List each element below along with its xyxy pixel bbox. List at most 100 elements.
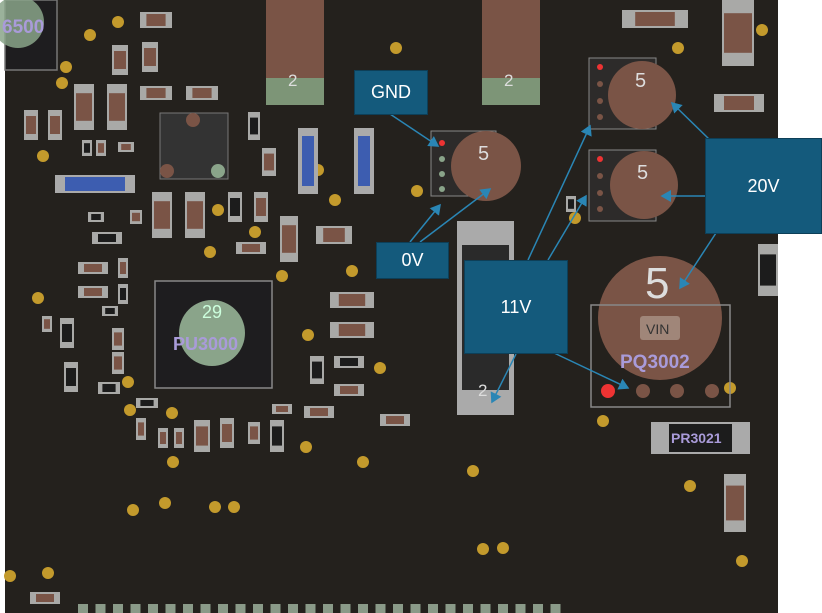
via <box>84 29 96 41</box>
capacitor-right: 2 <box>482 0 540 105</box>
via <box>276 270 288 282</box>
via <box>597 415 609 427</box>
edge-pad <box>165 604 176 613</box>
smd-component <box>272 404 292 414</box>
smd-component <box>74 84 94 130</box>
smd-component <box>136 398 158 408</box>
via <box>60 61 72 73</box>
callout-gnd: GND <box>354 70 428 115</box>
edge-pad <box>428 604 438 613</box>
smd-component <box>185 192 205 238</box>
smd-component <box>112 45 128 75</box>
smd-component <box>254 192 268 222</box>
smd-component <box>136 418 146 440</box>
smd-component <box>118 284 128 304</box>
smd-component <box>112 352 124 374</box>
smd-component <box>42 316 52 332</box>
via <box>411 185 423 197</box>
pad-number: 5 <box>635 70 646 92</box>
via <box>122 376 134 388</box>
smd-component <box>92 232 122 244</box>
edge-pad <box>410 604 421 613</box>
edge-pad <box>498 604 508 613</box>
via <box>684 480 696 492</box>
edge-pad <box>393 604 403 613</box>
smd-component <box>60 318 74 348</box>
via <box>249 226 261 238</box>
ic-pu3000: 29 PU3000 <box>154 280 273 389</box>
edge-pad <box>78 604 88 613</box>
smd-component <box>330 322 374 338</box>
smd-component <box>262 148 276 176</box>
ic-designator: PU3000 <box>173 334 238 354</box>
via <box>42 567 54 579</box>
via <box>497 542 509 554</box>
smd-component <box>96 140 106 156</box>
via <box>166 407 178 419</box>
smd-component <box>304 406 334 418</box>
via <box>357 456 369 468</box>
smd-component <box>64 362 78 392</box>
smd-component <box>714 94 764 112</box>
pad-number: 5 <box>478 143 489 165</box>
pad-number: 2 <box>288 71 297 90</box>
edge-pad <box>305 604 316 613</box>
smd-component <box>140 12 172 28</box>
via <box>736 555 748 567</box>
edge-pad <box>375 604 386 613</box>
smd-component <box>88 212 104 222</box>
via <box>477 543 489 555</box>
smd-component <box>118 258 128 278</box>
ic-square <box>159 112 229 180</box>
edge-pad <box>218 604 228 613</box>
smd-component <box>82 140 92 156</box>
pad-number: 5 <box>637 162 648 184</box>
via <box>390 42 402 54</box>
via <box>32 292 44 304</box>
edge-pad <box>183 604 193 613</box>
smd-component <box>158 428 168 448</box>
edge-pad <box>253 604 263 613</box>
pin-count: 29 <box>202 302 222 322</box>
via <box>204 246 216 258</box>
smd-component <box>220 418 234 448</box>
edge-pad <box>288 604 298 613</box>
pad-number: 5 <box>645 259 669 308</box>
edge-pad <box>550 604 561 613</box>
smd-component <box>334 384 364 396</box>
via <box>159 497 171 509</box>
edge-pad <box>480 604 491 613</box>
smd-component <box>316 226 352 244</box>
via <box>329 194 341 206</box>
smd-component <box>566 196 576 212</box>
pad-number: 2 <box>478 381 487 400</box>
smd-component <box>140 86 172 100</box>
via <box>4 570 16 582</box>
smd-component <box>130 210 142 224</box>
smd-component <box>186 86 218 100</box>
edge-pad <box>445 604 456 613</box>
callout-20v: 20V <box>705 138 822 234</box>
capacitor-left: 2 <box>266 0 324 105</box>
smd-component <box>310 356 324 384</box>
edge-pad <box>358 604 368 613</box>
smd-component <box>24 110 38 140</box>
via <box>112 16 124 28</box>
via <box>672 42 684 54</box>
smd-component <box>194 420 210 452</box>
smd-component <box>102 306 118 316</box>
via <box>37 150 49 162</box>
via <box>167 456 179 468</box>
smd-component <box>280 216 298 262</box>
edge-pad <box>515 604 526 613</box>
edge-pad <box>95 604 106 613</box>
via <box>127 504 139 516</box>
smd-component <box>78 286 108 298</box>
smd-component <box>152 192 172 238</box>
edge-pad <box>235 604 246 613</box>
edge-pad <box>463 604 473 613</box>
smd-component <box>30 592 60 604</box>
via <box>56 77 68 89</box>
smd-component <box>142 42 158 72</box>
via <box>209 501 221 513</box>
